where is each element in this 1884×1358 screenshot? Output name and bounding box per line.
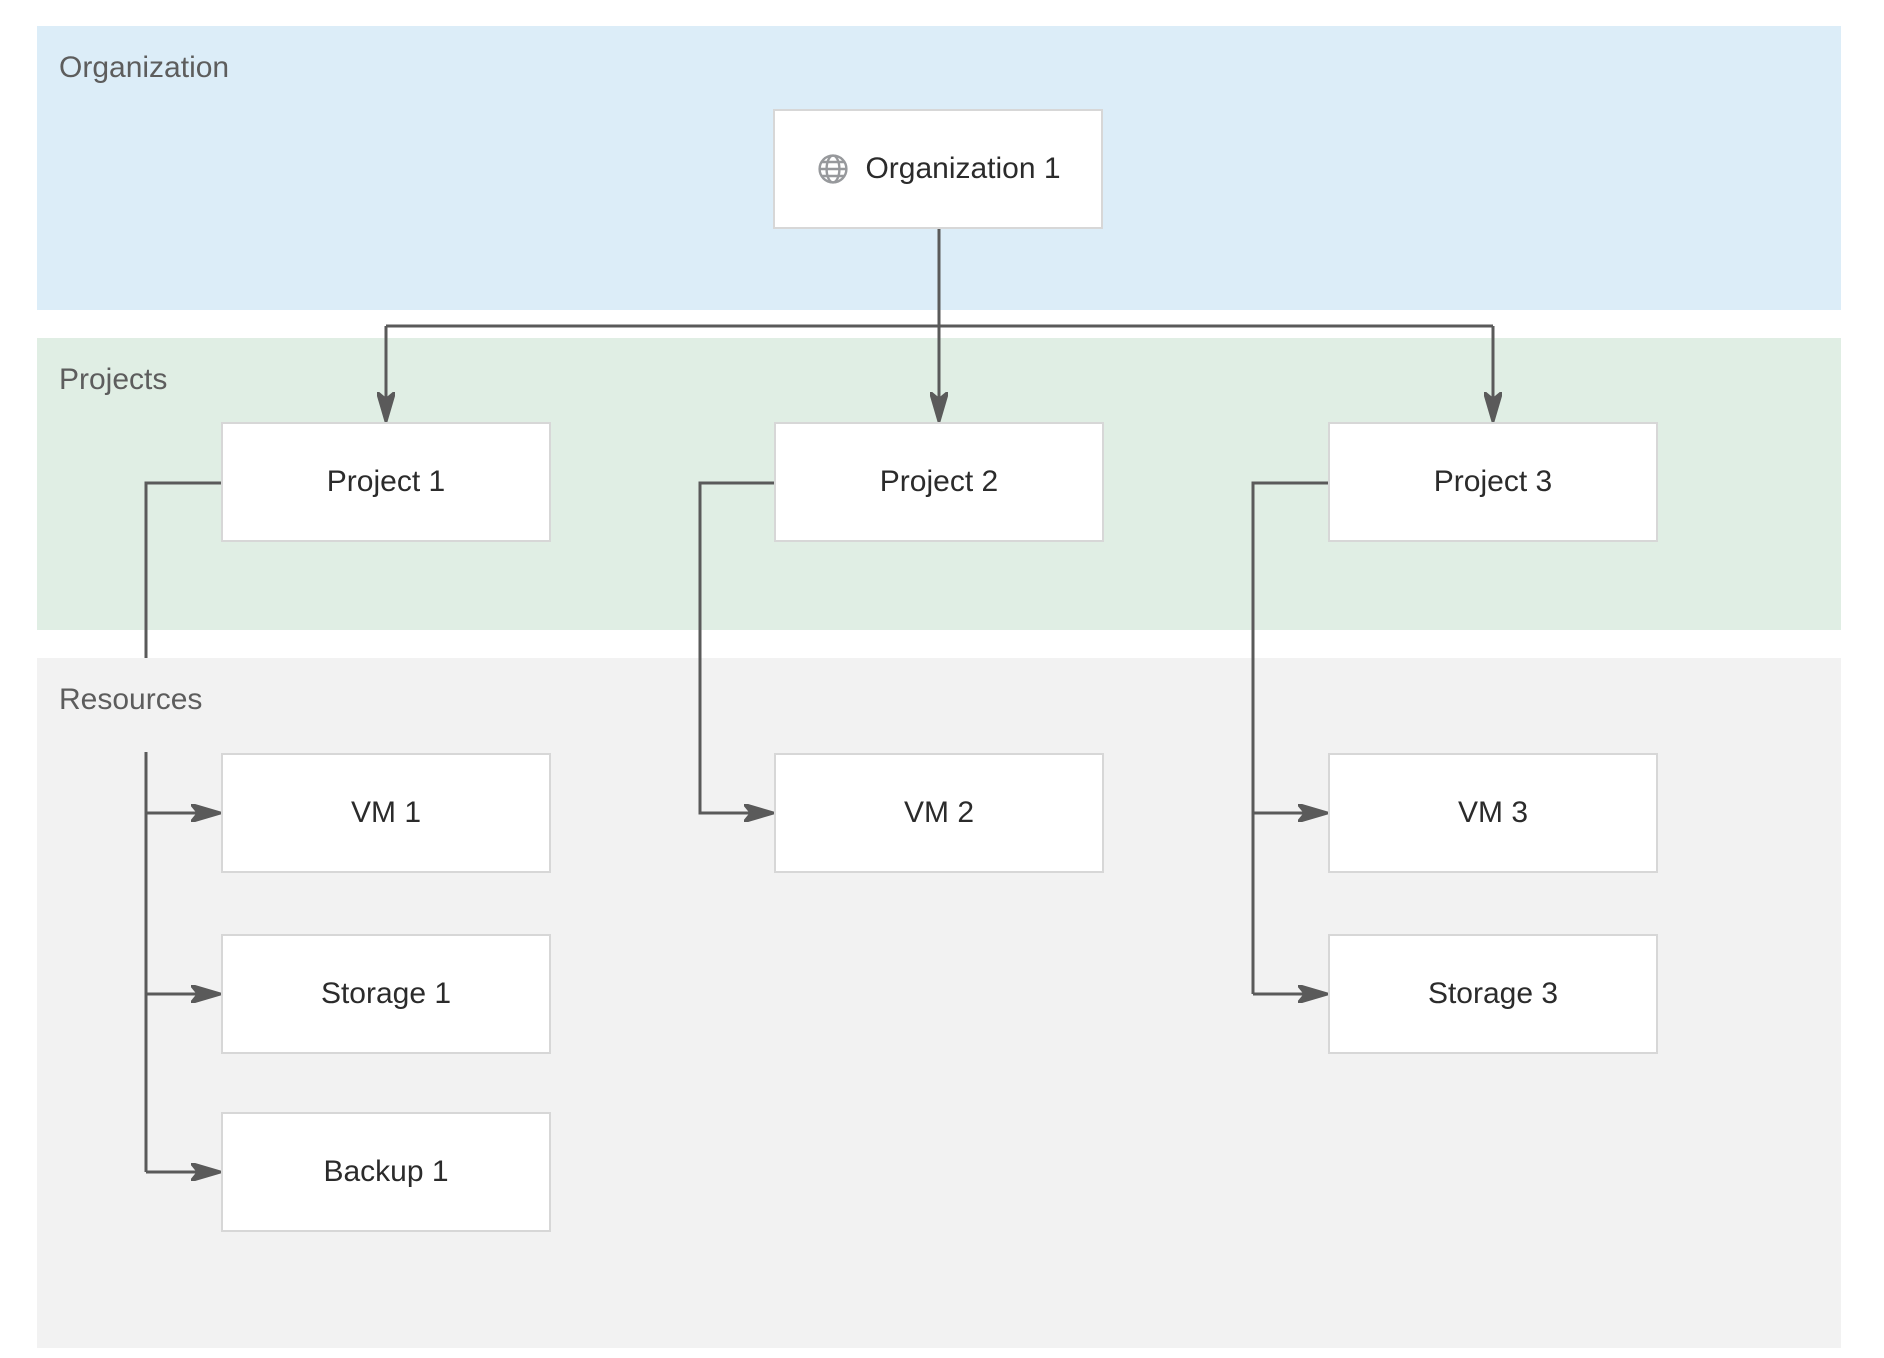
node-vm-1[interactable]: VM 1 xyxy=(221,753,551,873)
node-project-3-label: Project 3 xyxy=(1433,465,1553,498)
node-project-2-label: Project 2 xyxy=(879,465,999,498)
node-organization-1-label: Organization 1 xyxy=(865,152,1061,185)
projects-lane-label: Projects xyxy=(59,363,168,396)
node-project-3[interactable]: Project 3 xyxy=(1328,422,1658,542)
node-project-2[interactable]: Project 2 xyxy=(774,422,1104,542)
node-vm-3-label: VM 3 xyxy=(1457,796,1529,829)
node-vm-1-label: VM 1 xyxy=(350,796,422,829)
node-storage-1[interactable]: Storage 1 xyxy=(221,934,551,1054)
node-vm-2-label: VM 2 xyxy=(903,796,975,829)
node-storage-3[interactable]: Storage 3 xyxy=(1328,934,1658,1054)
resources-lane-label: Resources xyxy=(59,683,203,716)
node-vm-3[interactable]: VM 3 xyxy=(1328,753,1658,873)
node-vm-2[interactable]: VM 2 xyxy=(774,753,1104,873)
node-backup-1[interactable]: Backup 1 xyxy=(221,1112,551,1232)
node-project-1[interactable]: Project 1 xyxy=(221,422,551,542)
node-backup-1-label: Backup 1 xyxy=(323,1155,449,1188)
organization-lane-label: Organization xyxy=(59,51,230,84)
node-organization-1[interactable]: Organization 1 xyxy=(773,109,1103,229)
node-storage-1-label: Storage 1 xyxy=(320,977,452,1010)
node-storage-3-label: Storage 3 xyxy=(1427,977,1559,1010)
node-project-1-label: Project 1 xyxy=(326,465,446,498)
globe-icon xyxy=(815,151,851,187)
